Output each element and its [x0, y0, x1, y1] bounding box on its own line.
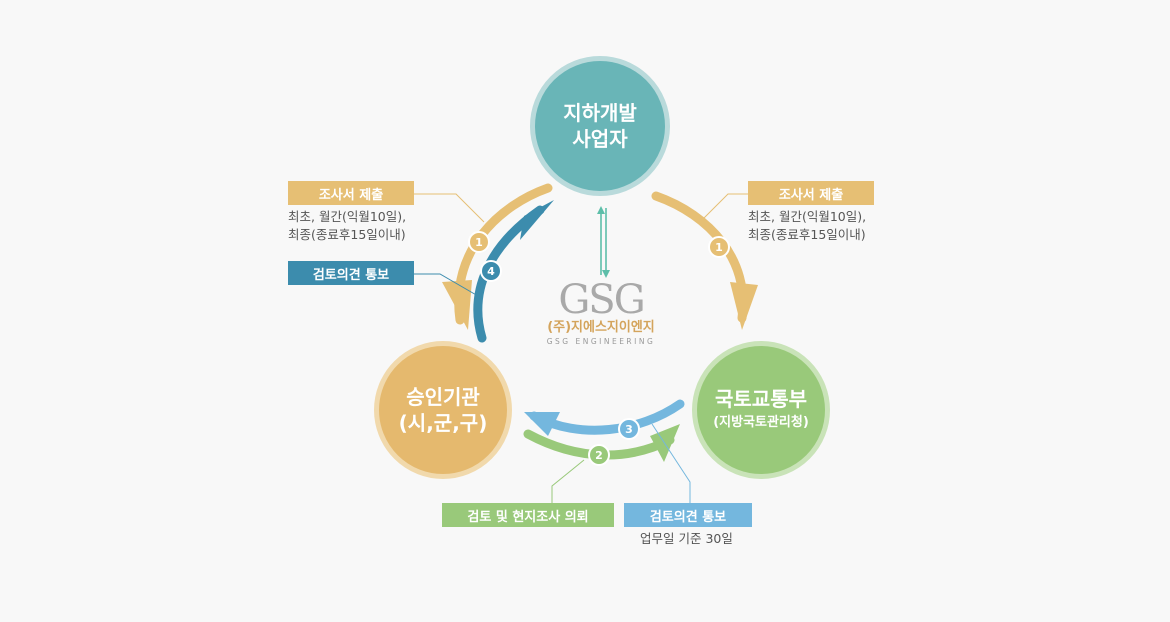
arrow-right-submission: [651, 191, 748, 323]
node-approval-line1: 승인기관: [406, 385, 480, 409]
node-developer: 지하개발 사업자: [530, 56, 670, 196]
node-developer-line2: 사업자: [572, 127, 628, 151]
arrowhead-left-opinion: [520, 200, 554, 240]
label-left-opinion: 검토의견 통보: [288, 261, 414, 285]
leader-left-opinion: [414, 273, 479, 297]
note-right-submission: 최초, 월간(익월10일), 최종(종료후15일이내): [748, 208, 866, 244]
step-badge-right-submission: 1: [708, 236, 730, 258]
label-bottom-opinion: 검토의견 통보: [624, 503, 752, 527]
node-developer-line1: 지하개발: [563, 101, 637, 125]
note-right-line2: 최종(종료후15일이내): [748, 227, 866, 242]
arrowhead-right-submission: [730, 282, 758, 330]
logo-korean-name: (주)지에스지이엔지: [547, 320, 655, 335]
leader-left-submission: [414, 193, 485, 223]
note-left-submission: 최초, 월간(익월10일), 최종(종료후15일이내): [288, 208, 406, 244]
note-left-line1: 최초, 월간(익월10일),: [288, 209, 407, 224]
center-arrow-down-head: [602, 270, 610, 278]
center-arrow-up-head: [597, 206, 605, 214]
node-ministry: 국토교통부 (지방국토관리청): [692, 341, 830, 479]
arrowhead-bottom-opinion: [524, 412, 560, 436]
leader-review: [551, 459, 585, 503]
leader-opinion: [651, 423, 691, 503]
node-ministry-line2: (지방국토관리청): [713, 415, 809, 430]
label-left-submission: 조사서 제출: [288, 181, 414, 205]
step-badge-bottom-opinion: 3: [618, 418, 640, 440]
step-badge-left-opinion: 4: [480, 260, 502, 282]
step-badge-review: 2: [588, 444, 610, 466]
company-logo: GSG (주)지에스지이엔지 GSG ENGINEERING: [534, 280, 668, 348]
step-badge-left-submission: 1: [468, 231, 490, 253]
note-left-line2: 최종(종료후15일이내): [288, 227, 406, 242]
note-bottom-opinion: 업무일 기준 30일: [640, 531, 733, 546]
node-approval: 승인기관 (시,군,구): [374, 341, 512, 479]
logo-mark: GSG: [558, 277, 645, 323]
label-review-request: 검토 및 현지조사 의뢰: [442, 503, 614, 527]
label-right-submission: 조사서 제출: [748, 181, 874, 205]
leader-right-submission: [701, 193, 748, 221]
logo-english-name: GSG ENGINEERING: [546, 337, 656, 346]
note-right-line1: 최초, 월간(익월10일),: [748, 209, 867, 224]
arrowhead-left-submission: [442, 280, 472, 330]
node-approval-line2: (시,군,구): [398, 411, 488, 435]
node-ministry-line1: 국토교통부: [715, 387, 807, 411]
